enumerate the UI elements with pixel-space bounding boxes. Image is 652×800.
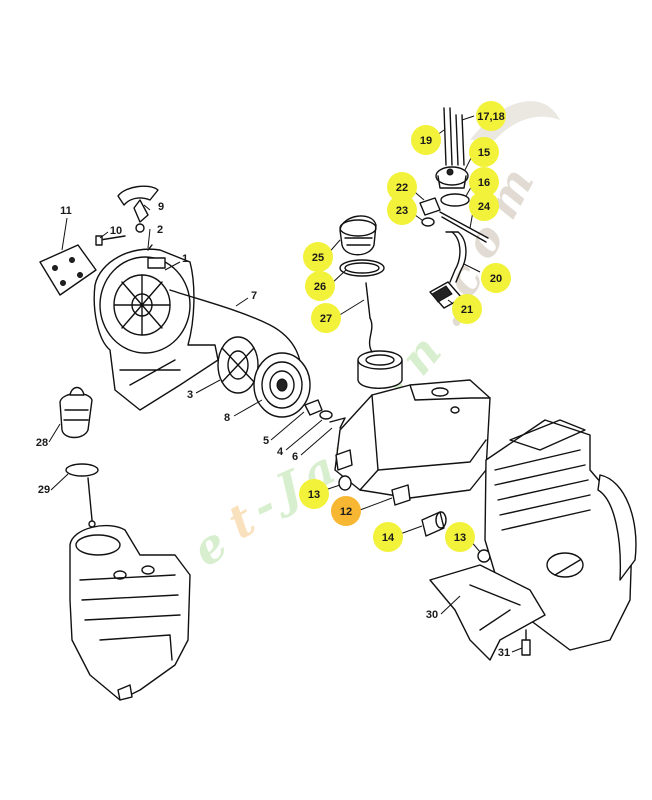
callout-3: 3 <box>187 389 193 401</box>
part-29-oring <box>65 463 99 528</box>
callout-27: 27 <box>320 313 332 325</box>
highlight-27 <box>311 303 341 333</box>
part-8-starter-spring <box>253 352 311 418</box>
callout-29: 29 <box>38 484 50 496</box>
callout-19: 19 <box>420 135 432 147</box>
part-17-18-fuel-hose <box>455 114 465 166</box>
highlight-21 <box>452 294 482 324</box>
callout-25: 25 <box>312 252 324 264</box>
part-5-pawl <box>304 399 323 416</box>
callout-13-right: 13 <box>454 532 466 544</box>
part-23-oring <box>421 217 435 227</box>
callout-23: 23 <box>396 205 408 217</box>
lower-housing <box>69 524 191 701</box>
highlight-23 <box>387 195 417 225</box>
callout-10: 10 <box>110 225 122 237</box>
callout-4: 4 <box>277 446 284 458</box>
highlight-15 <box>469 137 499 167</box>
part-15-purge-bulb <box>435 166 469 189</box>
highlight-24 <box>469 191 499 221</box>
part-22-valve <box>419 197 441 216</box>
part-27-retainer <box>365 282 373 353</box>
callout-8: 8 <box>224 412 230 424</box>
callout-5: 5 <box>263 435 269 447</box>
callout-17-18: 17,18 <box>477 111 505 123</box>
highlight-26 <box>305 271 335 301</box>
part-19-fuel-hose <box>443 107 453 166</box>
callout-13-left: 13 <box>308 489 320 501</box>
callout-1: 1 <box>182 253 188 265</box>
highlight-16 <box>469 167 499 197</box>
highlight-13-right <box>445 522 475 552</box>
part-13-grommet-left <box>338 475 352 491</box>
highlight-14 <box>373 522 403 552</box>
callout-12: 12 <box>340 506 352 518</box>
part-9-starter-handle <box>117 185 159 233</box>
callout-highlights <box>299 101 511 552</box>
part-24-fuel-hose <box>439 211 489 243</box>
highlight-20 <box>481 263 511 293</box>
highlight-25 <box>303 242 333 272</box>
callout-26: 26 <box>314 281 326 293</box>
part-14-sleeve <box>421 511 447 537</box>
part-2-rope-guide <box>147 244 153 251</box>
callout-labels: 1 2 3 4 5 6 7 8 9 10 11 12 13 13 14 15 1… <box>36 111 510 659</box>
part-1-fan-housing <box>93 248 219 411</box>
part-6-spring-clip <box>329 417 346 429</box>
callout-28: 28 <box>36 437 48 449</box>
part-30-shroud <box>429 564 546 661</box>
part-26-cap-seal <box>339 259 385 277</box>
callout-15: 15 <box>478 147 490 159</box>
callout-30: 30 <box>426 609 438 621</box>
part-11-gasket <box>39 244 97 296</box>
callout-21: 21 <box>461 304 473 316</box>
part-28-plug <box>59 386 93 439</box>
part-10-screw <box>95 235 126 246</box>
callout-9: 9 <box>158 201 164 213</box>
part-20-pickup-hose <box>445 231 467 283</box>
callout-14: 14 <box>382 532 395 544</box>
highlight-12 <box>331 496 361 526</box>
callout-20: 20 <box>490 273 502 285</box>
highlight-17-18 <box>476 101 506 131</box>
callout-6: 6 <box>292 451 298 463</box>
callout-24: 24 <box>478 201 491 213</box>
highlight-19 <box>411 125 441 155</box>
highlight-22 <box>387 172 417 202</box>
part-3-rope-rotor <box>217 336 259 394</box>
callout-22: 22 <box>396 182 408 194</box>
part-16-oring <box>440 193 470 207</box>
highlight-13-left <box>299 479 329 509</box>
part-12-fuel-tank <box>334 350 491 506</box>
callout-7: 7 <box>251 290 257 302</box>
callout-11: 11 <box>60 205 72 217</box>
part-31-screw <box>521 629 531 656</box>
part-4-washer <box>319 410 333 420</box>
callout-16: 16 <box>478 177 490 189</box>
part-25-tank-cap <box>339 215 377 256</box>
svg-text:e: e <box>182 516 237 577</box>
callout-2: 2 <box>157 224 163 236</box>
callout-31: 31 <box>498 647 510 659</box>
